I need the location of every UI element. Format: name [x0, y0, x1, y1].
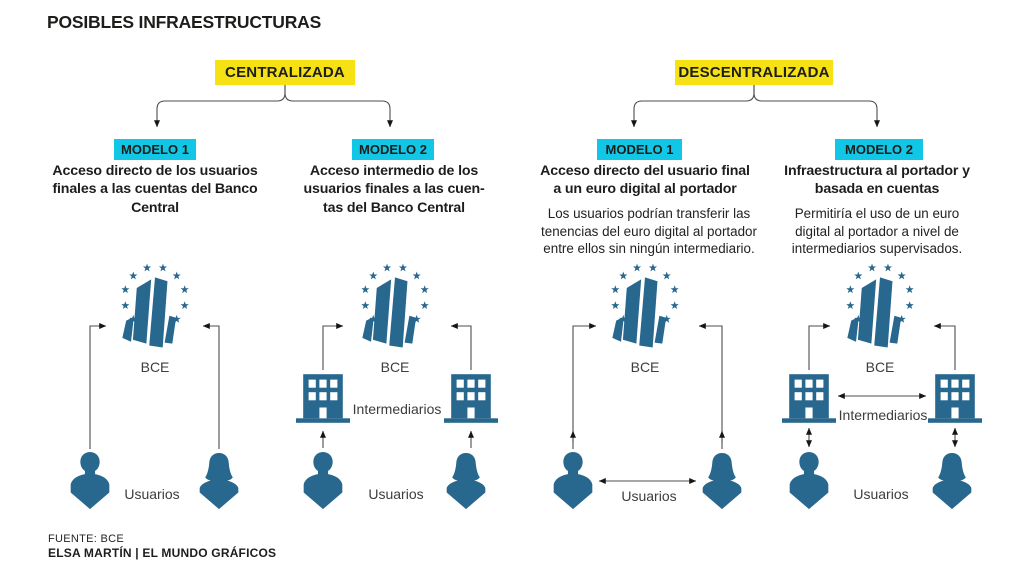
intermediarios-label-col2: Intermediarios: [352, 401, 442, 417]
building-icon: [296, 374, 350, 423]
bce-icon: [846, 264, 914, 348]
person-male-icon: [70, 452, 110, 510]
bce-icon: [611, 264, 679, 348]
building-icon: [928, 374, 982, 423]
connector-centralizada-right: [284, 85, 393, 128]
person-male-icon: [303, 452, 343, 510]
usuarios-label-col3: Usuarios: [621, 488, 677, 504]
intermediarios-label-col4: Intermediarios: [838, 407, 928, 423]
arrow-intermediary-to-bce: [933, 323, 956, 370]
arrow-user-to-bce: [202, 323, 220, 449]
usuarios-label-col4: Usuarios: [853, 486, 909, 502]
branch-label-descentralizada: DESCENTRALIZADA: [675, 60, 833, 85]
author-credit: ELSA MARTÍN | EL MUNDO GRÁFICOS: [48, 546, 277, 560]
connector-centralizada-left: [154, 85, 286, 128]
person-female-icon: [932, 452, 972, 510]
model-tag-centralizada-2: MODELO 2: [352, 139, 434, 160]
building-icon: [444, 374, 498, 423]
arrow-user-to-bce: [698, 323, 723, 449]
arrow-intermediary-to-bce: [808, 323, 831, 370]
building-icon: [782, 374, 836, 423]
person-female-icon: [702, 452, 742, 510]
person-male-icon: [553, 452, 593, 510]
arrow-intermediary-to-bce: [450, 323, 472, 370]
connector-descentralizada-left: [631, 85, 755, 128]
bce-label-col4: BCE: [865, 359, 895, 375]
model-description-descentralizada-1: Los usuarios podrían transferir las tene…: [541, 206, 757, 257]
source-credit: FUENTE: BCE: [48, 533, 125, 545]
person-female-icon: [199, 452, 239, 510]
model-heading-descentralizada-1: Acceso directo del usuario final a un eu…: [540, 163, 750, 198]
arrow-user-to-bce: [572, 323, 597, 449]
bce-icon: [361, 264, 429, 348]
model-heading-centralizada-2: Acceso intermedio de los usuarios finale…: [303, 163, 485, 216]
connector-descentralizada-right: [753, 85, 880, 128]
bce-label-col2: BCE: [380, 359, 410, 375]
model-tag-descentralizada-1: MODELO 1: [597, 139, 682, 160]
usuarios-label-col2: Usuarios: [368, 486, 424, 502]
person-female-icon: [446, 452, 486, 510]
bce-label-col3: BCE: [630, 359, 660, 375]
model-description-descentralizada-2: Permitiría el uso de un euro digital al …: [791, 206, 963, 257]
branch-label-centralizada: CENTRALIZADA: [215, 60, 355, 85]
model-tag-centralizada-1: MODELO 1: [114, 139, 196, 160]
page-title: POSIBLES INFRAESTRUCTURAS: [47, 12, 322, 32]
model-heading-descentralizada-2: Infraestructura al portador y basada en …: [784, 163, 970, 198]
bce-label-col1: BCE: [140, 359, 170, 375]
arrow-intermediary-to-bce: [322, 323, 344, 370]
arrow-user-to-bce: [89, 323, 107, 449]
usuarios-label-col1: Usuarios: [124, 486, 180, 502]
bce-icon: [121, 264, 189, 348]
model-tag-descentralizada-2: MODELO 2: [835, 139, 923, 160]
person-male-icon: [789, 452, 829, 510]
model-heading-centralizada-1: Acceso directo de los usuarios finales a…: [52, 163, 258, 216]
